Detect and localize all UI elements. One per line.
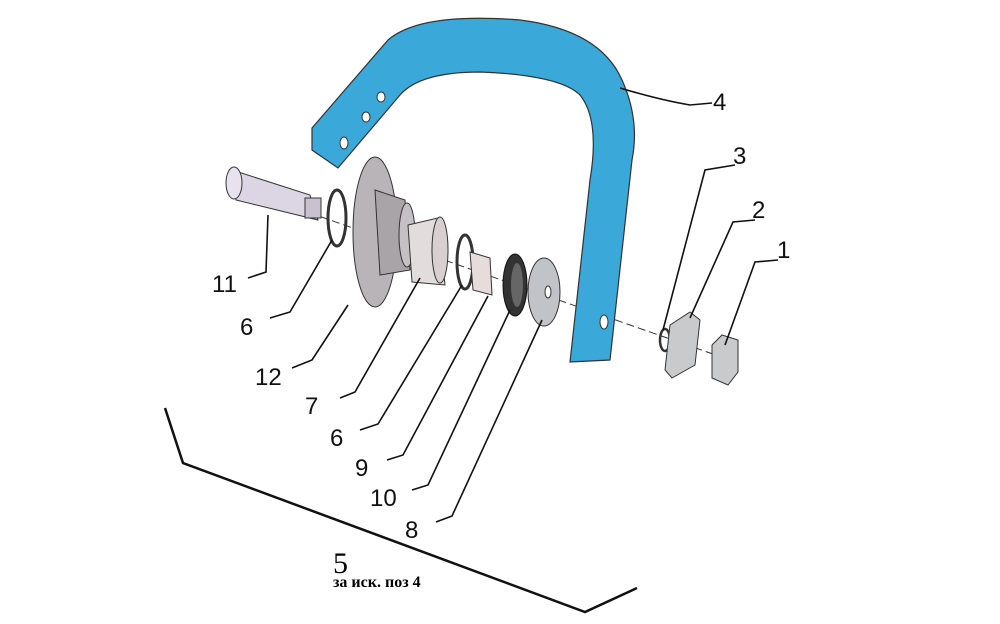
assembly-number: 5 [333, 547, 348, 580]
part-9-bushing [469, 251, 493, 296]
assembly-note: за иск. поз 4 [333, 574, 421, 591]
callout-9: 9 [355, 455, 368, 482]
part-7-bearing [407, 216, 449, 286]
part-8-washer [527, 257, 561, 327]
part-2-lock-plate [664, 311, 701, 379]
callout-7: 7 [305, 393, 318, 420]
callout-10: 10 [370, 485, 397, 512]
callout-1: 1 [777, 237, 790, 264]
part-11-axle [225, 166, 322, 221]
callout-6: 6 [240, 314, 253, 341]
assembly-bracket [163, 407, 638, 614]
callout-6-second: 6 [330, 425, 343, 452]
seal-inner [511, 263, 523, 307]
part-1-nut [711, 334, 739, 386]
callout-3: 3 [733, 143, 746, 170]
part-12-hub [352, 156, 416, 308]
part-4-arch-bracket [311, 17, 636, 363]
callout-11: 11 [212, 271, 237, 298]
leader-lines [247, 87, 779, 523]
callout-2: 2 [752, 197, 765, 224]
part-6-ring [326, 188, 348, 248]
callout-8: 8 [405, 517, 418, 544]
callout-4: 4 [713, 89, 726, 116]
callout-12: 12 [255, 364, 282, 391]
